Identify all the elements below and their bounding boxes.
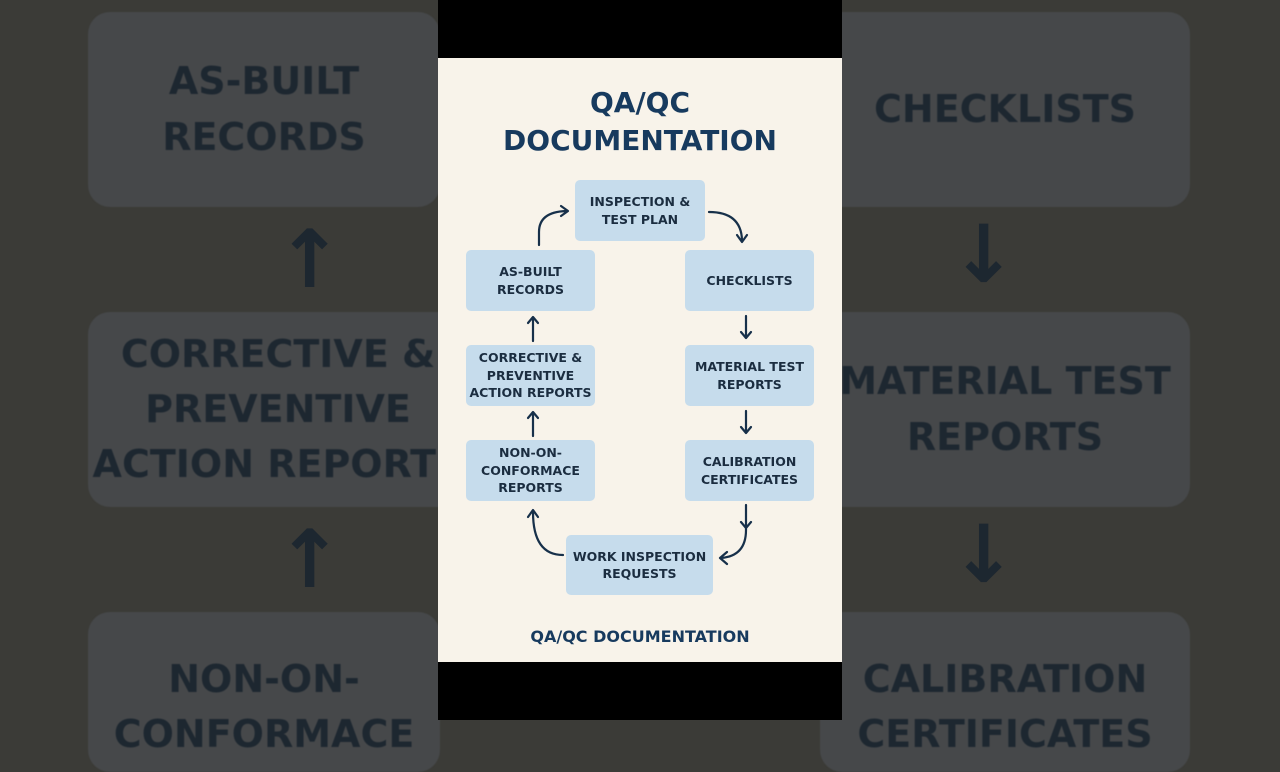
title-line-1: QA/QC [589, 86, 691, 119]
bg-asbuilt-box: AS-BUILT RECORDS [88, 12, 440, 207]
bg-mtr-box: MATERIAL TEST REPORTS [820, 312, 1190, 507]
diagram-title: QA/QC DOCUMENTATION [438, 84, 842, 160]
bottom-black-bar [438, 662, 842, 720]
bg-up-arrow-icon: ↑ [276, 513, 344, 606]
node-inspection-test-plan: INSPECTION & TEST PLAN [575, 180, 705, 241]
flow-arrows [526, 204, 753, 566]
node-corrective-preventive: CORRECTIVE & PREVENTIVE ACTION REPORTS [466, 345, 595, 406]
arrow-checklists-to-mtr [739, 314, 753, 340]
node-work-inspection-requests: WORK INSPECTION REQUESTS [566, 535, 713, 595]
bg-capa-box: CORRECTIVE & PREVENTIVE ACTION REPORTS [88, 312, 468, 507]
arrow-ncr-to-capa [526, 410, 540, 438]
node-non-conformance-reports: NON-ON- CONFORMACE REPORTS [466, 440, 595, 501]
arrow-wir-to-ncr [526, 508, 565, 557]
title-line-2: DOCUMENTATION [503, 124, 777, 157]
bg-down-arrow-icon: ↓ [950, 208, 1018, 301]
node-material-test-reports: MATERIAL TEST REPORTS [685, 345, 814, 406]
node-as-built-records: AS-BUILT RECORDS [466, 250, 595, 311]
arrow-itp-to-checklists [707, 210, 749, 244]
bg-checklists-box: CHECKLISTS [820, 12, 1190, 207]
arrow-mtr-to-cal [739, 409, 753, 435]
top-black-bar [438, 0, 842, 58]
bg-up-arrow-icon: ↑ [276, 213, 344, 306]
diagram-footer: QA/QC DOCUMENTATION [530, 627, 750, 646]
arrow-cal-to-wir [718, 503, 753, 566]
arrow-asbuilt-to-itp [537, 204, 570, 247]
node-calibration-certificates: CALIBRATION CERTIFICATES [685, 440, 814, 501]
node-checklists: CHECKLISTS [685, 250, 814, 311]
arrow-capa-to-asbuilt [526, 315, 540, 343]
bg-down-arrow-icon: ↓ [950, 508, 1018, 601]
